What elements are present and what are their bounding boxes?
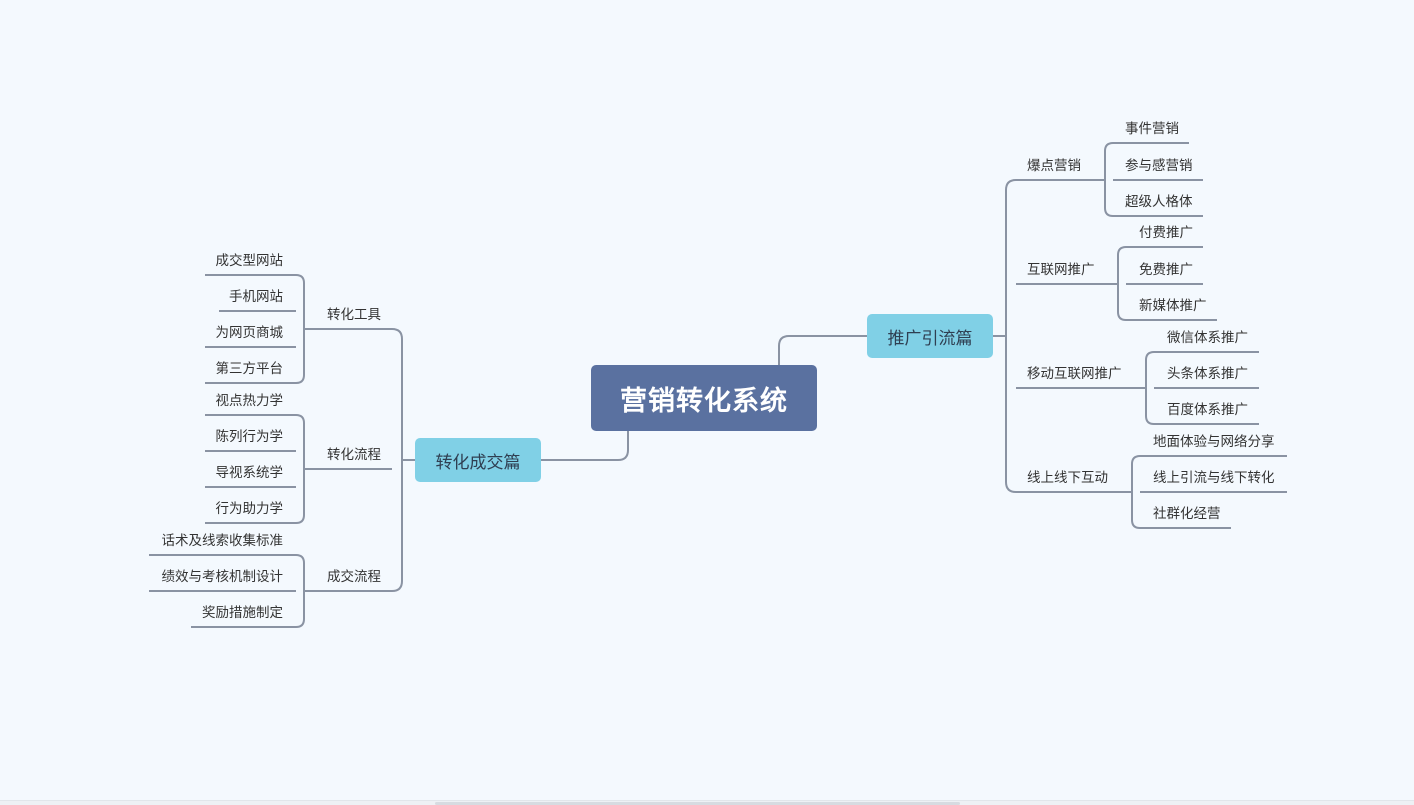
root-to-conversion-line	[541, 431, 629, 461]
subtopic-1[interactable]: 爆点营销	[1027, 158, 1081, 173]
leaf-topic[interactable]: 为网页商城	[215, 325, 284, 340]
main-topic-promotion[interactable]: 推广引流篇	[867, 314, 993, 358]
promotion-leaf-bracket	[1145, 351, 1155, 425]
promotion-trunk-bracket	[1005, 179, 1017, 493]
horizontal-scrollbar[interactable]	[435, 802, 960, 805]
conversion-trunk-bracket	[391, 328, 403, 592]
leaf-topic[interactable]: 手机网站	[229, 289, 283, 304]
subtopic-3[interactable]: 移动互联网推广	[1027, 366, 1122, 381]
subtopic-left-3[interactable]: 成交流程	[327, 569, 381, 584]
root-topic[interactable]: 营销转化系统	[591, 365, 817, 431]
leaf-topic[interactable]: 线上引流与线下转化	[1153, 470, 1275, 485]
leaf-topic[interactable]: 微信体系推广	[1167, 330, 1248, 345]
leaf-topic[interactable]: 头条体系推广	[1167, 366, 1248, 381]
leaf-topic[interactable]: 社群化经营	[1153, 506, 1221, 521]
promotion-leaf-bracket	[1117, 246, 1127, 321]
leaf-topic[interactable]: 话术及线索收集标准	[161, 533, 284, 548]
leaf-topic[interactable]: 第三方平台	[215, 361, 284, 376]
conversion-leaf-bracket	[295, 274, 305, 384]
leaf-topic[interactable]: 地面体验与网络分享	[1153, 434, 1275, 449]
root-to-promotion-line	[778, 335, 867, 365]
leaf-topic[interactable]: 绩效与考核机制设计	[161, 569, 284, 584]
leaf-topic[interactable]: 行为助力学	[215, 501, 284, 516]
leaf-topic[interactable]: 免费推广	[1139, 262, 1193, 277]
conversion-leaf-bracket	[295, 554, 305, 628]
leaf-topic[interactable]: 百度体系推广	[1167, 402, 1248, 417]
subtopic-2[interactable]: 互联网推广	[1027, 262, 1095, 277]
leaf-topic[interactable]: 成交型网站	[215, 253, 284, 268]
conversion-leaf-bracket	[295, 414, 305, 524]
leaf-topic[interactable]: 付费推广	[1139, 225, 1193, 240]
leaf-topic[interactable]: 超级人格体	[1125, 194, 1193, 209]
promotion-leaf-bracket	[1104, 142, 1114, 217]
leaf-topic[interactable]: 新媒体推广	[1139, 298, 1207, 313]
leaf-topic[interactable]: 事件营销	[1125, 121, 1179, 136]
subtopic-left-2[interactable]: 转化流程	[327, 447, 381, 462]
leaf-topic[interactable]: 奖励措施制定	[202, 605, 283, 620]
leaf-topic[interactable]: 陈列行为学	[215, 429, 284, 444]
leaf-topic[interactable]: 参与感营销	[1125, 158, 1193, 173]
subtopic-4[interactable]: 线上线下互动	[1027, 470, 1108, 485]
promotion-leaf-bracket	[1131, 455, 1141, 529]
leaf-topic[interactable]: 视点热力学	[215, 393, 284, 408]
main-topic-conversion[interactable]: 转化成交篇	[415, 438, 541, 482]
subtopic-left-1[interactable]: 转化工具	[327, 307, 381, 322]
leaf-topic[interactable]: 导视系统学	[215, 465, 284, 480]
